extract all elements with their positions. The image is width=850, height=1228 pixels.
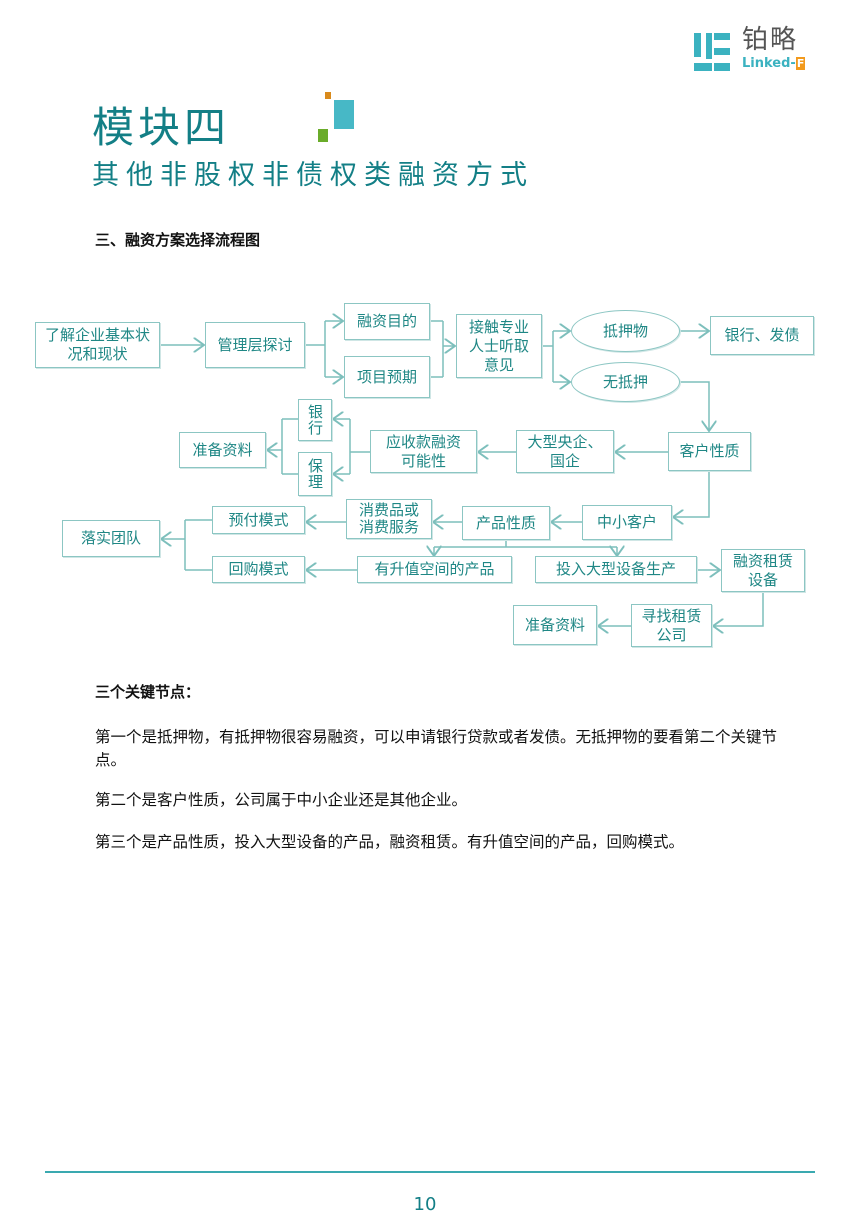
- logo-subtext: Linked-F: [742, 56, 806, 71]
- node-large-soe: 大型央企、国企: [516, 430, 614, 473]
- node-management-discussion: 管理层探讨: [205, 322, 305, 368]
- node-collateral: 抵押物: [571, 310, 680, 352]
- flowchart-connectors: [0, 0, 764, 700]
- node-find-lessor: 寻找租赁公司: [631, 604, 712, 647]
- footer-divider: [45, 1171, 815, 1173]
- deco-square-orange: [325, 92, 331, 99]
- page-number: 10: [413, 1194, 437, 1215]
- node-bank-bonds: 银行、发债: [710, 316, 814, 355]
- logo-icon: [694, 33, 730, 71]
- paragraph-1: 第一个是抵押物，有抵押物很容易融资，可以申请银行贷款或者发债。无抵押物的要看第二…: [95, 728, 778, 769]
- node-no-collateral: 无抵押: [571, 362, 680, 402]
- node-consult-experts: 接触专业人士听取意见: [456, 314, 542, 378]
- logo-text: 铂略: [742, 25, 799, 55]
- node-product-type: 产品性质: [462, 506, 550, 540]
- node-bank: 银行: [298, 399, 332, 441]
- key-points-heading: 三个关键节点：: [95, 683, 201, 701]
- node-implement-team: 落实团队: [62, 520, 160, 557]
- node-appreciation-product: 有升值空间的产品: [357, 556, 512, 583]
- logo-subtext-badge: F: [795, 57, 806, 70]
- node-sme-customer: 中小客户: [582, 505, 672, 540]
- node-financing-purpose: 融资目的: [344, 303, 430, 340]
- node-prepayment-mode: 预付模式: [212, 506, 305, 534]
- node-consumer-goods: 消费品或消费服务: [346, 499, 432, 539]
- node-receivables-financing: 应收款融资可能性: [370, 430, 477, 473]
- node-large-equipment: 投入大型设备生产: [535, 556, 697, 583]
- page-subtitle: 其他非股权非债权类融资方式: [92, 160, 534, 191]
- page-title: 模块四: [92, 103, 231, 152]
- node-customer-type: 客户性质: [668, 432, 751, 471]
- node-finance-lease: 融资租赁设备: [721, 549, 805, 592]
- paragraph-3: 第三个是产品性质，投入大型设备的产品，融资租赁。有升值空间的产品，回购模式。: [95, 833, 685, 851]
- deco-square-green: [318, 129, 328, 142]
- section-heading: 三、融资方案选择流程图: [95, 231, 261, 249]
- node-prepare-materials: 准备资料: [179, 432, 266, 468]
- node-buyback-mode: 回购模式: [212, 556, 305, 583]
- node-prepare-materials-2: 准备资料: [513, 605, 597, 645]
- node-understand-company: 了解企业基本状况和现状: [35, 322, 160, 368]
- paragraph-2: 第二个是客户性质，公司属于中小企业还是其他企业。: [95, 791, 468, 809]
- node-project-expectation: 项目预期: [344, 356, 430, 398]
- node-factoring: 保理: [298, 452, 332, 496]
- deco-square-teal: [334, 100, 354, 129]
- logo-subtext-main: Linked-: [742, 56, 796, 71]
